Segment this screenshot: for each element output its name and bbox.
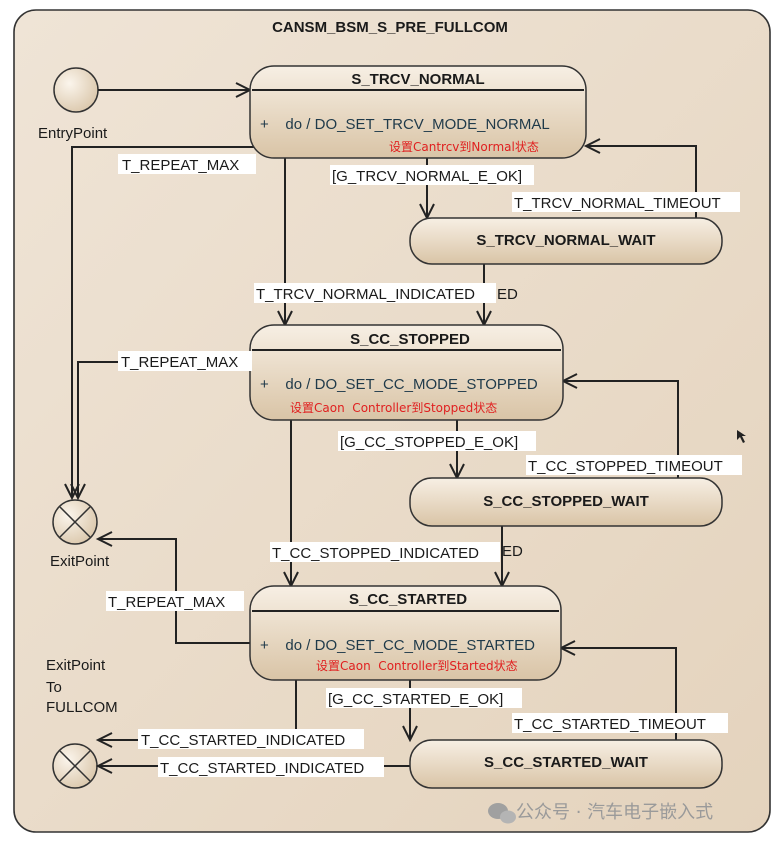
label-t-repeat-max-3: T_REPEAT_MAX (108, 594, 225, 611)
entry-point (53, 67, 99, 113)
label-t-trcv-normal-timeout: T_TRCV_NORMAL_TIMEOUT (514, 195, 721, 212)
state-s-cc-stopped: S_CC_STOPPED + do / DO_SET_CC_MODE_STOPP… (249, 324, 564, 421)
state-note: 设置Caon Controller到Stopped状态 (290, 401, 497, 415)
label-t-cc-stopped-indicated: T_CC_STOPPED_INDICATED (272, 545, 479, 562)
exit-point-label: ExitPoint (50, 553, 110, 570)
entry-point-label: EntryPoint (38, 125, 108, 142)
state-action: + do / DO_SET_TRCV_MODE_NORMAL (260, 116, 550, 133)
state-action: + do / DO_SET_CC_MODE_STOPPED (260, 376, 538, 393)
wechat-icon (488, 803, 516, 824)
label-g-cc-started-e-ok: [G_CC_STARTED_E_OK] (328, 691, 503, 708)
state-s-trcv-normal: S_TRCV_NORMAL + do / DO_SET_TRCV_MODE_NO… (249, 65, 587, 159)
state-s-cc-started-wait: S_CC_STARTED_WAIT (409, 739, 723, 789)
state-name: S_CC_STOPPED (350, 331, 470, 348)
exit-fullcom-label-line2: To (46, 679, 62, 696)
state-name: S_CC_STARTED (349, 591, 467, 608)
label-g-trcv-normal-e-ok: [G_TRCV_NORMAL_E_OK] (332, 168, 522, 185)
state-name: S_CC_STARTED_WAIT (484, 754, 648, 771)
mouse-cursor-icon (737, 430, 746, 443)
label-t-cc-started-indicated-2: T_CC_STARTED_INDICATED (160, 760, 364, 777)
label-g-cc-stopped-e-ok: [G_CC_STOPPED_E_OK] (340, 434, 518, 451)
exit-point-fullcom (52, 743, 98, 789)
label-t-cc-started-indicated-1: T_CC_STARTED_INDICATED (141, 732, 345, 749)
state-s-cc-stopped-wait: S_CC_STOPPED_WAIT (409, 477, 723, 527)
composite-state-frame (13, 9, 771, 833)
label-t-cc-stopped-indicated-tail: ED (502, 543, 523, 560)
label-t-trcv-normal-indicated: T_TRCV_NORMAL_INDICATED (256, 286, 475, 303)
exit-point (52, 499, 98, 545)
state-name: S_TRCV_NORMAL (351, 71, 484, 88)
state-s-cc-started: S_CC_STARTED + do / DO_SET_CC_MODE_START… (249, 585, 562, 681)
state-note: 设置Cantrcv到Normal状态 (389, 140, 539, 154)
label-t-cc-stopped-timeout: T_CC_STOPPED_TIMEOUT (528, 458, 723, 475)
state-action: + do / DO_SET_CC_MODE_STARTED (260, 637, 535, 654)
composite-state-title: CANSM_BSM_S_PRE_FULLCOM (272, 19, 508, 36)
state-name: S_CC_STOPPED_WAIT (483, 493, 649, 510)
state-s-trcv-normal-wait: S_TRCV_NORMAL_WAIT (409, 217, 723, 265)
label-t-trcv-normal-indicated-tail: ED (497, 286, 518, 303)
watermark: 公众号 · 汽车电子嵌入式 (488, 802, 713, 824)
label-t-repeat-max-2: T_REPEAT_MAX (121, 354, 238, 371)
exit-fullcom-label-line1: ExitPoint (46, 657, 106, 674)
state-note: 设置Caon Controller到Started状态 (316, 659, 518, 673)
label-t-cc-started-timeout: T_CC_STARTED_TIMEOUT (514, 716, 706, 733)
watermark-text: 公众号 · 汽车电子嵌入式 (516, 802, 713, 823)
edges (64, 82, 697, 774)
transition-labels: T_REPEAT_MAX [G_TRCV_NORMAL_E_OK] T_TRCV… (106, 154, 742, 777)
state-name: S_TRCV_NORMAL_WAIT (476, 232, 655, 249)
label-t-repeat-max-1: T_REPEAT_MAX (122, 157, 239, 174)
exit-fullcom-label-line3: FULLCOM (46, 699, 118, 716)
